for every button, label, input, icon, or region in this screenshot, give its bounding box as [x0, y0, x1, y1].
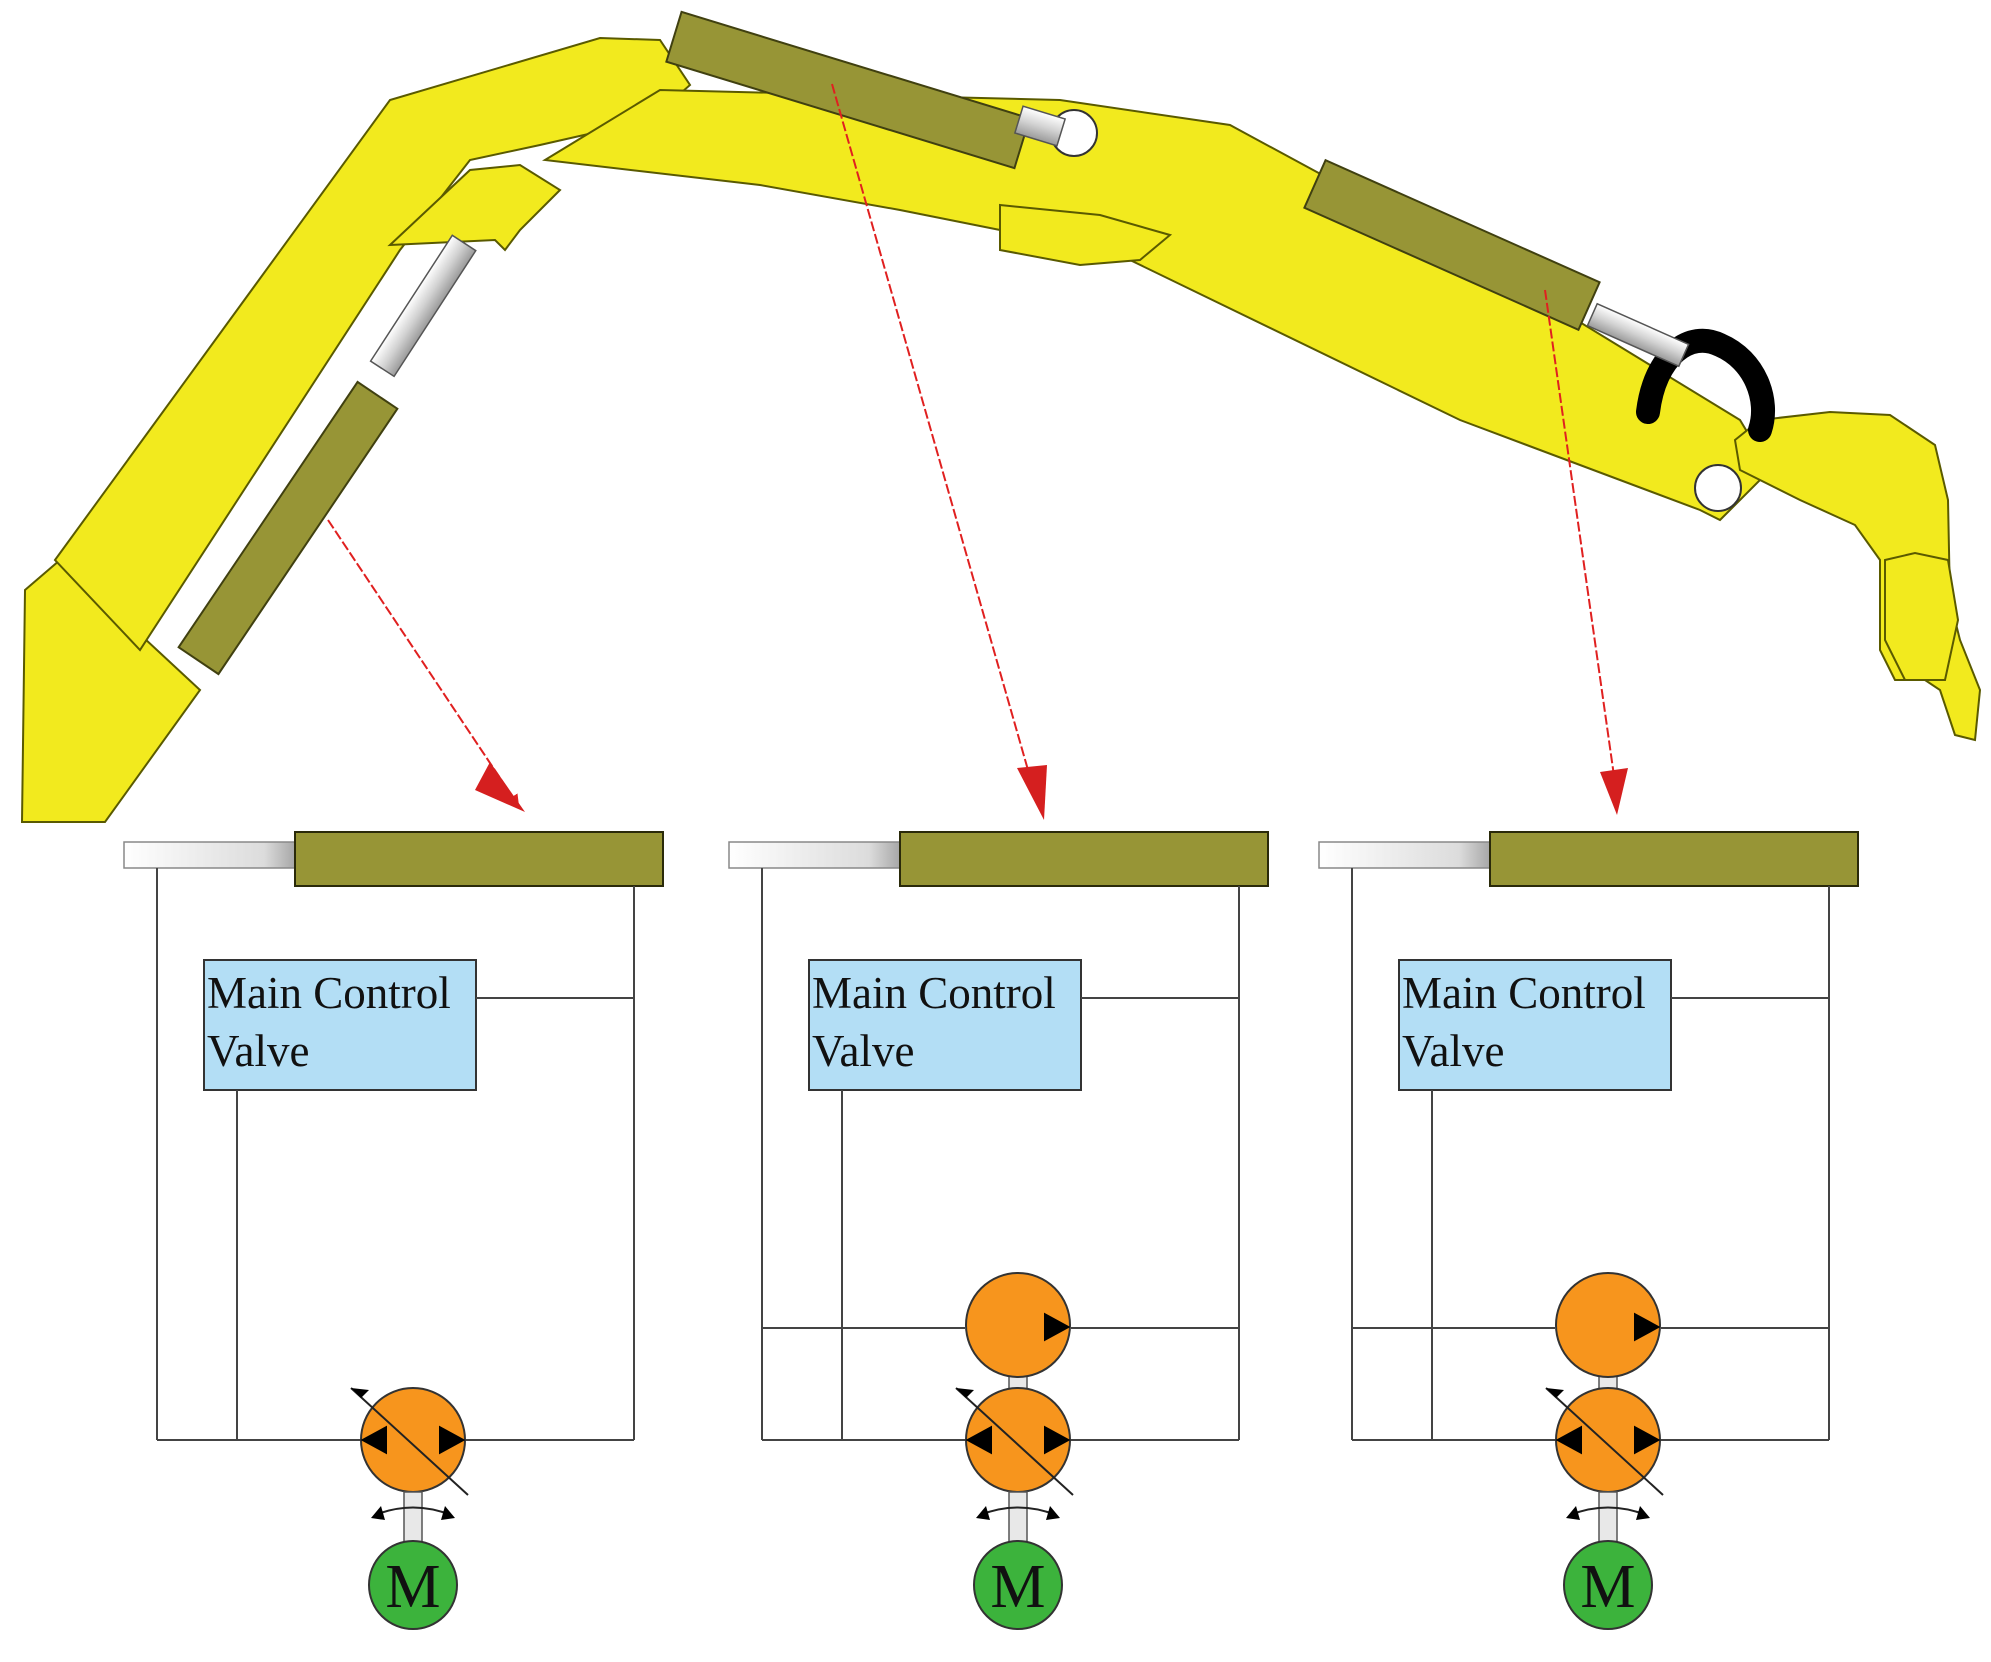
motor	[1563, 1540, 1653, 1630]
rotation-right-arrow-icon	[1046, 1506, 1060, 1520]
motor-label: M	[1580, 1553, 1635, 1621]
pump-left-arrow-icon	[965, 1425, 992, 1455]
valve-label-line2: Valve	[812, 1026, 914, 1076]
boom-cylinder-rod	[369, 234, 477, 378]
rotation-left-arrow-icon	[1566, 1506, 1580, 1520]
cylinder-rod	[123, 841, 300, 869]
main-control-valve	[808, 959, 1082, 1091]
pump-left-arrow-icon	[360, 1425, 387, 1455]
pump-right-arrow-icon	[1634, 1425, 1661, 1455]
variable-displacement-slash	[955, 1387, 1074, 1496]
valve-label-line1: Main Control	[207, 968, 451, 1018]
variable-arrow-icon	[351, 1388, 369, 1398]
arrows	[327, 83, 1628, 820]
cylinder-barrel	[294, 831, 664, 887]
main-control-valve	[1398, 959, 1672, 1091]
pump-right-arrow-icon	[1044, 1425, 1071, 1455]
cylinder-barrel	[899, 831, 1269, 887]
boom-base	[20, 558, 202, 823]
fixed-pump-arrow-icon	[1634, 1312, 1661, 1342]
bucket-arrow	[1544, 289, 1617, 791]
bucket-linkage	[1636, 328, 1775, 442]
boom-arrow	[327, 519, 520, 807]
cylinder-barrel	[1489, 831, 1859, 887]
stick-cylinder-rod	[1013, 105, 1067, 147]
motor-shaft	[1008, 1491, 1028, 1543]
valve-label-line2: Valve	[207, 1026, 309, 1076]
stick-cylinder	[665, 10, 1067, 170]
rotation-left-arrow-icon	[371, 1506, 385, 1520]
bucket-tooth	[1884, 551, 1960, 681]
boom-cylinder-barrel	[177, 380, 399, 676]
motor-shaft	[1598, 1491, 1618, 1543]
stick-arrowhead	[1017, 765, 1047, 820]
variable-displacement-slash	[350, 1387, 469, 1496]
fixed-pump-arrow-icon	[1044, 1312, 1071, 1342]
variable-displacement-slash	[1545, 1387, 1664, 1496]
bucket-arrowhead	[1600, 768, 1628, 815]
bucket-cylinder-barrel	[1303, 158, 1601, 332]
excavator-arm	[20, 36, 1982, 823]
motor	[368, 1540, 458, 1630]
cylinder-rod	[1318, 841, 1495, 869]
valve-label-line2: Valve	[1402, 1026, 1504, 1076]
fixed-pump	[965, 1272, 1071, 1378]
rotation-left-arrow-icon	[976, 1506, 990, 1520]
motor-label: M	[385, 1553, 440, 1621]
fixed-pump	[1555, 1272, 1661, 1378]
motor-label: M	[990, 1553, 1045, 1621]
bucket-cylinder	[1303, 158, 1690, 368]
stick-nose	[999, 203, 1173, 267]
bucket-pivot-pin	[1694, 464, 1742, 512]
bucket-cylinder-rod	[1586, 302, 1690, 368]
boom-cylinder	[177, 234, 477, 676]
boom-web	[387, 163, 562, 252]
main-control-valve	[203, 959, 477, 1091]
rotation-right-arrow-icon	[441, 1506, 455, 1520]
variable-arrow-icon	[1546, 1388, 1564, 1398]
motor-shaft	[403, 1491, 423, 1543]
valve-label-line1: Main Control	[812, 968, 1056, 1018]
motor	[973, 1540, 1063, 1630]
pump-right-arrow-icon	[439, 1425, 466, 1455]
stick-arrow	[831, 83, 1039, 806]
rotation-right-arrow-icon	[1636, 1506, 1650, 1520]
stick	[541, 88, 1772, 522]
cylinder-rod	[728, 841, 905, 869]
variable-arrow-icon	[956, 1388, 974, 1398]
boom-arrowhead	[475, 762, 525, 812]
pump-left-arrow-icon	[1555, 1425, 1582, 1455]
valve-label-line1: Main Control	[1402, 968, 1646, 1018]
